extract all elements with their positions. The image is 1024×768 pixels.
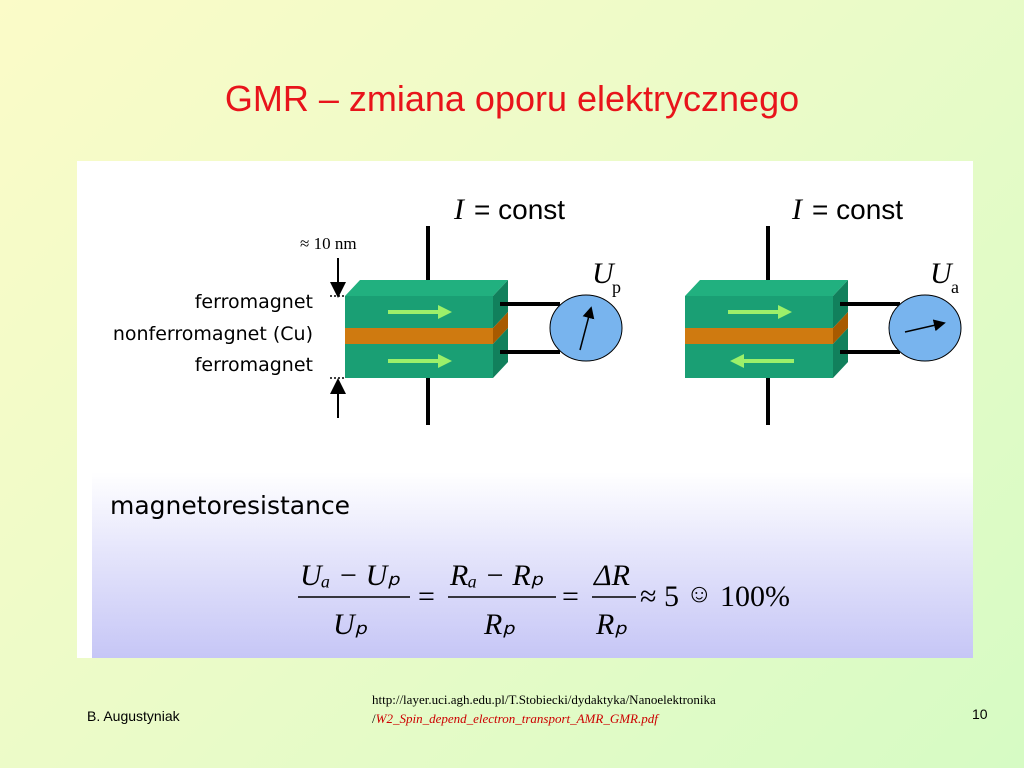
equals-1: = [418, 580, 435, 613]
scale-label: ≈ 10 nm [300, 234, 357, 253]
formula-heading: magnetoresistance [110, 491, 350, 520]
layer-label-nonferromagnet: nonferromagnet (Cu) [113, 323, 313, 345]
fraction3-denominator: Rₚ [595, 608, 627, 641]
result-value: 100% [720, 580, 790, 613]
fraction1-numerator: Uₐ − Uₚ [300, 559, 400, 592]
right-copper-layer [685, 328, 833, 344]
page-number: 10 [972, 706, 988, 722]
fraction3-numerator: ΔR [593, 559, 630, 592]
left-voltage-sub: p [612, 277, 621, 297]
right-current-label: = const [812, 194, 903, 225]
right-voltage-sub: a [951, 277, 959, 297]
right-arrow-bottom [730, 354, 794, 368]
left-copper-layer [345, 328, 493, 344]
right-arrow-top [728, 305, 792, 319]
left-meter-needle [579, 306, 595, 351]
left-side-cu [493, 312, 508, 344]
right-side-cu [833, 312, 848, 344]
fraction2-denominator: Rₚ [483, 608, 515, 641]
right-sample [685, 226, 962, 425]
left-current-symbol: I [453, 193, 466, 226]
right-current-symbol: I [791, 193, 804, 226]
source-url-line2: /W2_Spin_depend_electron_transport_AMR_G… [372, 709, 852, 728]
slide-title: GMR – zmiana oporu elektrycznego [224, 78, 800, 119]
left-sample [345, 226, 623, 425]
formula-panel [92, 472, 973, 658]
source-reference: http://layer.uci.agh.edu.pl/T.Stobiecki/… [372, 690, 852, 728]
left-arrow-top [388, 305, 452, 319]
author: B. Augustyniak [87, 708, 180, 724]
approx-value: ≈ 5 [640, 580, 679, 613]
smiley-icon: ☺ [686, 579, 713, 608]
equals-2: = [562, 580, 579, 613]
left-voltage-symbol: U [592, 257, 616, 290]
layer-label-ferromagnet-top: ferromagnet [195, 291, 313, 313]
source-slash: / [372, 711, 376, 726]
left-top-face [345, 280, 508, 296]
left-arrow-bottom [388, 354, 452, 368]
source-url-line1[interactable]: http://layer.uci.agh.edu.pl/T.Stobiecki/… [372, 692, 716, 707]
source-link[interactable]: W2_Spin_depend_electron_transport_AMR_GM… [375, 711, 658, 726]
right-meter-needle [904, 319, 946, 333]
left-current-label: = const [474, 194, 565, 225]
fraction1-denominator: Uₚ [333, 608, 368, 641]
layer-label-ferromagnet-bottom: ferromagnet [195, 354, 313, 376]
right-voltage-symbol: U [930, 257, 954, 290]
right-top-face [685, 280, 848, 296]
formula: Uₐ − Uₚ Uₚ = Rₐ − Rₚ Rₚ = ΔR Rₚ ≈ 5 ☺ 10… [298, 559, 790, 641]
fraction2-numerator: Rₐ − Rₚ [449, 559, 544, 592]
